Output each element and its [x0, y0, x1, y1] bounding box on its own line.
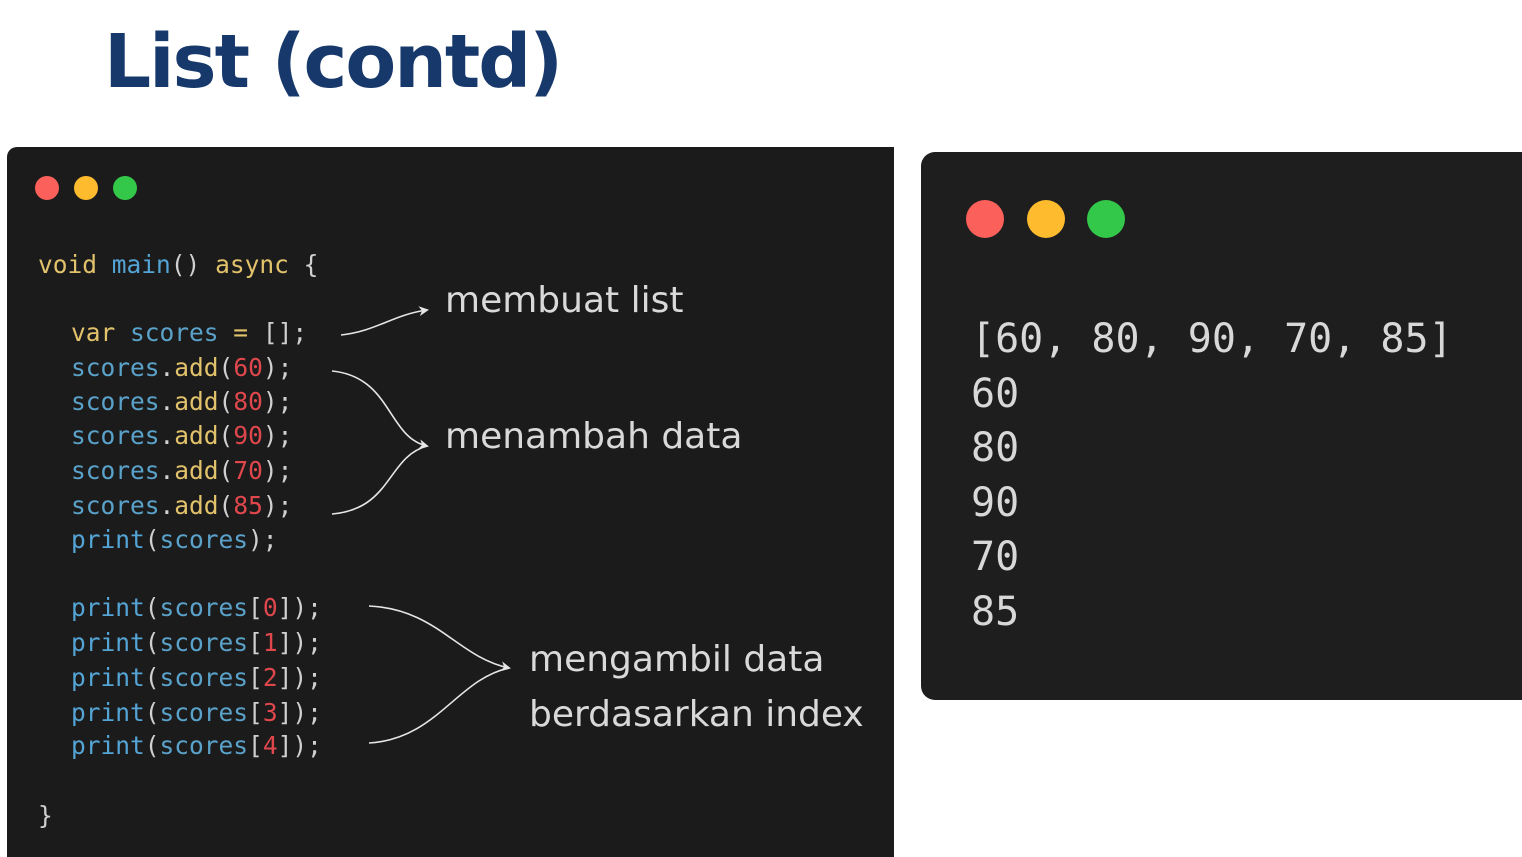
output-line: 80 [971, 425, 1020, 471]
code-line-add: scores.add(60); [71, 353, 293, 382]
output-line: 90 [971, 479, 1020, 526]
maximize-dot-icon[interactable] [113, 176, 137, 200]
code-block: void main() async { var scores = []; sco… [38, 247, 322, 856]
code-line-var: var scores = []; [71, 318, 308, 347]
annotation-by-index: berdasarkan index [529, 694, 864, 735]
annotation-arrows [331, 306, 511, 744]
slide-title: List (contd) [104, 19, 563, 105]
minimize-dot-icon[interactable] [74, 176, 98, 200]
code-line-add: scores.add(85); [71, 491, 293, 520]
arrow-add-top [331, 370, 429, 450]
close-dot-icon[interactable] [35, 176, 59, 200]
close-dot-icon[interactable] [966, 200, 1004, 238]
console-output-window: [60, 80, 90, 70, 85] 60 80 90 70 85 [921, 152, 1522, 700]
annotation-add-data: menambah data [445, 416, 743, 457]
arrow-add-bottom [331, 445, 428, 515]
output-line: 60 [971, 370, 1020, 417]
arrow-get-top [368, 605, 511, 672]
annotation-create-list: membuat list [445, 280, 684, 321]
code-line-main: void main() async { [38, 250, 319, 279]
code-line-print: print(scores); [71, 525, 278, 554]
code-line-add: scores.add(90); [71, 421, 293, 450]
output-line: 70 [971, 534, 1020, 580]
minimize-dot-icon[interactable] [1027, 200, 1065, 238]
annotation-get-data: mengambil data [529, 639, 825, 680]
output-line: 85 [971, 588, 1020, 635]
code-line-print-index: print(scores[0]); [71, 593, 322, 622]
code-line-print-index: print(scores[4]); [71, 731, 322, 760]
code-line-print-index: print(scores[2]); [71, 663, 322, 692]
output-line: [60, 80, 90, 70, 85] [971, 316, 1453, 362]
code-line-close: } [38, 801, 53, 830]
code-line-print-index: print(scores[1]); [71, 628, 322, 657]
code-line-print-index: print(scores[3]); [71, 698, 322, 727]
maximize-dot-icon[interactable] [1087, 200, 1125, 238]
code-line-add: scores.add(70); [71, 456, 293, 485]
arrow-get-bottom [368, 667, 510, 744]
arrow-create [340, 306, 429, 336]
code-line-add: scores.add(80); [71, 387, 293, 416]
console-output: [60, 80, 90, 70, 85] 60 80 90 70 85 [971, 312, 1453, 639]
code-editor-window: void main() async { var scores = []; sco… [7, 147, 894, 857]
